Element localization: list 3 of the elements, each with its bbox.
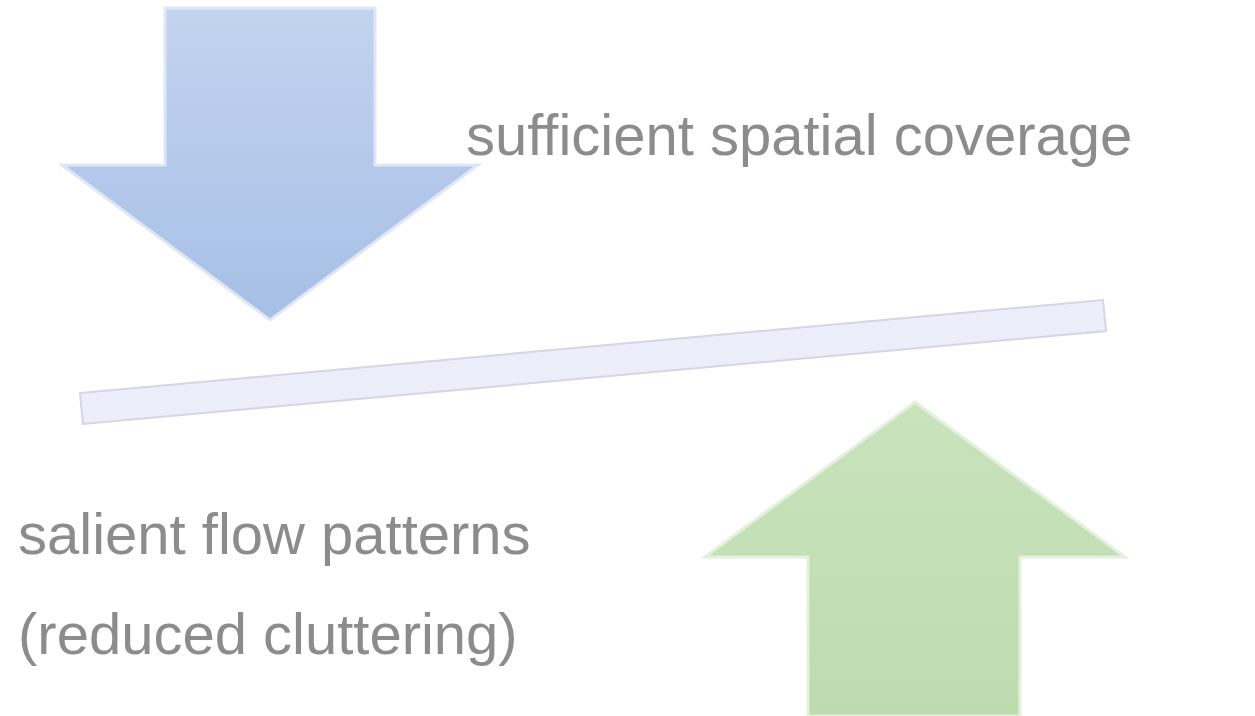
label-text: sufficient spatial coverage bbox=[466, 101, 1133, 169]
balance-beam bbox=[78, 298, 1108, 426]
label-text: salient flow patterns (reduced cluttering) bbox=[18, 500, 532, 668]
